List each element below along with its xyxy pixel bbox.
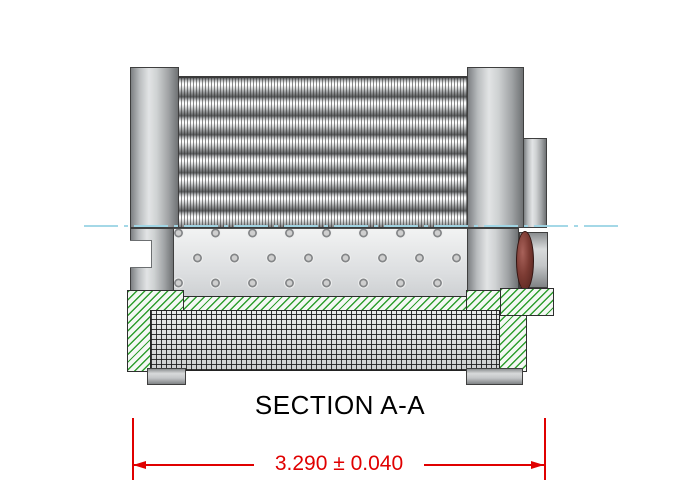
dimension-arrow-left-icon — [133, 461, 146, 469]
right-foot — [466, 368, 523, 385]
right-end-cap-lower — [467, 228, 519, 292]
centerline — [84, 225, 624, 227]
left-foot — [147, 368, 186, 385]
dimension-text: 3.290 ± 0.040 — [274, 452, 404, 475]
dimension-arrow-right-icon — [531, 461, 544, 469]
right-hub-upper — [523, 138, 547, 228]
support-mesh — [150, 310, 500, 371]
section-label: SECTION A-A — [254, 390, 426, 420]
left-end-cap-upper — [130, 67, 179, 228]
extension-line-right — [544, 418, 546, 480]
o-ring-seal — [516, 231, 534, 291]
dimension-line-left — [134, 464, 254, 466]
extension-line-left — [132, 418, 134, 480]
filter-media-section — [178, 76, 468, 228]
right-end-cap-upper — [467, 67, 524, 228]
dimension-line-right — [424, 464, 544, 466]
left-cap-notch — [130, 240, 152, 268]
perforated-core-tube — [170, 228, 470, 310]
gasket-hatch-hub — [500, 288, 554, 316]
